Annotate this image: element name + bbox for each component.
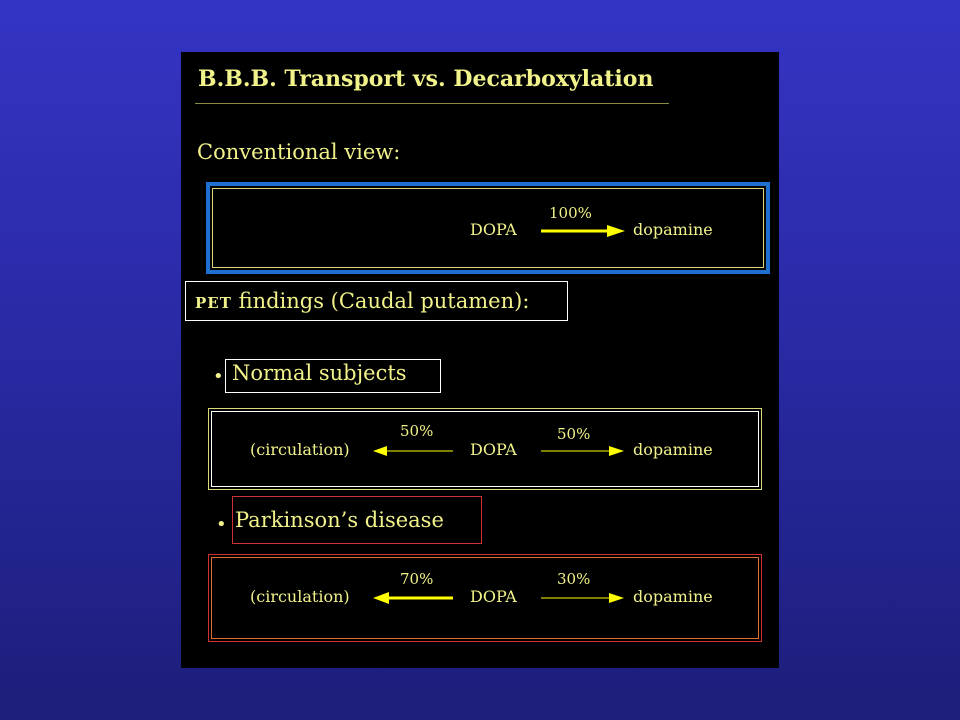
parkinsons-label-box <box>232 496 482 544</box>
bullet-normal: • <box>213 366 224 387</box>
parkinsons-disease-label: Parkinson’s disease <box>235 508 444 532</box>
pet-heading-box <box>185 281 568 321</box>
parkinsons-dopamine-label: dopamine <box>633 587 713 606</box>
parkinsons-back-arrow <box>373 592 453 604</box>
conventional-diagram-box <box>206 182 770 274</box>
parkinsons-diagram-inner-border <box>211 557 759 639</box>
conventional-diagram-inner-border <box>212 188 764 268</box>
conventional-view-heading: Conventional view: <box>197 140 401 164</box>
normal-forward-arrow <box>541 446 624 456</box>
pet-findings-heading: PET findings (Caudal putamen): <box>195 289 529 313</box>
parkinsons-dopa-label: DOPA <box>470 587 517 606</box>
parkinsons-forward-arrow <box>541 593 624 603</box>
normal-diagram-inner-border <box>211 411 759 487</box>
bullet-parkinsons: • <box>216 514 227 535</box>
conventional-dopamine-label: dopamine <box>633 220 713 239</box>
title-underline <box>195 103 669 104</box>
normal-forward-percent: 50% <box>557 425 591 443</box>
normal-back-arrow <box>373 446 453 456</box>
pet-abbreviation: PET <box>195 294 232 312</box>
normal-circulation-label: (circulation) <box>250 440 350 459</box>
pet-findings-text: findings (Caudal putamen): <box>238 289 530 313</box>
normal-dopamine-label: dopamine <box>633 440 713 459</box>
slide-panel: B.B.B. Transport vs. Decarboxylation Con… <box>181 52 779 668</box>
parkinsons-back-percent: 70% <box>400 570 434 588</box>
slide-title: B.B.B. Transport vs. Decarboxylation <box>198 66 654 92</box>
normal-subjects-label-box <box>225 359 441 393</box>
normal-dopa-label: DOPA <box>470 440 517 459</box>
conventional-dopa-label: DOPA <box>470 220 517 239</box>
normal-back-percent: 50% <box>400 422 434 440</box>
parkinsons-diagram-box <box>208 554 762 642</box>
parkinsons-circulation-label: (circulation) <box>250 587 350 606</box>
conventional-forward-arrow <box>541 225 625 237</box>
normal-diagram-box <box>208 408 762 490</box>
normal-subjects-label: Normal subjects <box>232 361 407 385</box>
conventional-forward-percent: 100% <box>549 204 592 222</box>
parkinsons-forward-percent: 30% <box>557 570 591 588</box>
